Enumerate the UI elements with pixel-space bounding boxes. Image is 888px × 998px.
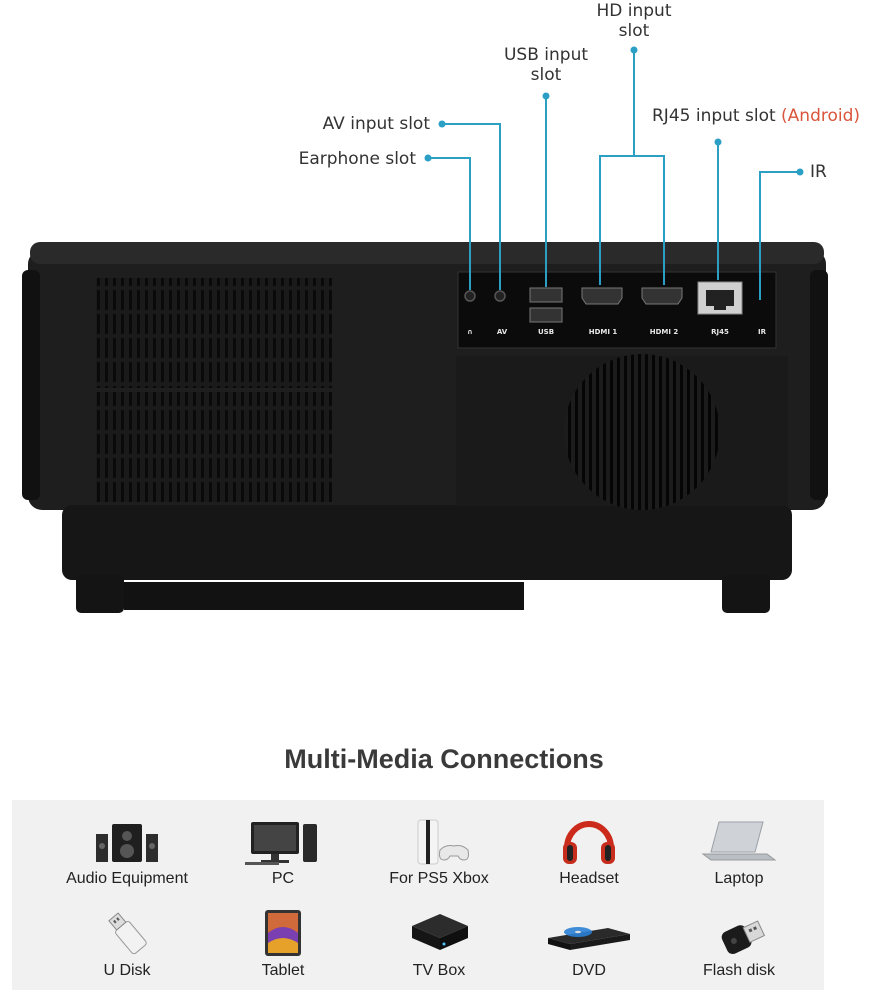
av-jack	[494, 290, 506, 302]
fan-grille	[564, 354, 720, 510]
device-label: For PS5 Xbox	[389, 870, 489, 887]
hdmi2-port-label: HDMI 2	[650, 328, 679, 336]
ir-callout-text: IR	[810, 162, 827, 182]
usb-input-callout: USB input slot	[494, 45, 598, 85]
hd-input-callout: HD input slot	[584, 1, 684, 41]
device-label: TV Box	[412, 962, 466, 979]
rj45-port-label: RJ45	[711, 328, 729, 336]
device-dvd: DVD	[514, 908, 664, 980]
earphone-jack	[464, 290, 476, 302]
usb-stick-icon	[108, 912, 147, 955]
tablet-icon	[265, 910, 301, 956]
rj45-callout-text: RJ45 input slot	[652, 106, 776, 126]
hd-callout-line1: HD input	[596, 1, 672, 21]
device-label: PC	[271, 870, 295, 887]
hdmi2-port	[641, 287, 683, 305]
tv-box-icon	[412, 914, 468, 950]
earphone-callout-text: Earphone slot	[298, 149, 416, 169]
projector-rear-diagram: ∩ AV USB HDMI 1 HDMI 2 RJ45 IR	[22, 46, 828, 613]
av-port-label: AV	[497, 328, 508, 336]
usb-port-top	[529, 287, 563, 303]
device-label: Headset	[559, 870, 619, 887]
device-label: Audio Equipment	[66, 870, 188, 887]
ir-port-label: IR	[758, 328, 767, 336]
console-icon	[417, 819, 469, 865]
device-label: U Disk	[103, 962, 151, 979]
usb-port-bottom	[529, 307, 563, 323]
av-input-callout: AV input slot	[290, 114, 430, 134]
speaker-icon	[96, 824, 158, 862]
left-vent-grille	[96, 278, 332, 388]
device-label: Flash disk	[702, 962, 776, 979]
hdmi1-port-label: HDMI 1	[589, 328, 618, 336]
hdmi1-port	[581, 287, 623, 305]
device-label: Laptop	[714, 870, 764, 887]
av-callout-text: AV input slot	[322, 114, 430, 134]
connections-panel: Audio Equipment PC For PS5 Xbox Headset	[12, 800, 824, 990]
rj45-input-callout: RJ45 input slot (Android)	[652, 106, 884, 126]
usb-port-label: USB	[538, 328, 554, 336]
device-label: Tablet	[261, 962, 305, 979]
device-audio-equipment: Audio Equipment	[52, 818, 202, 888]
ir-callout: IR	[810, 162, 834, 182]
earphone-callout: Earphone slot	[262, 149, 416, 169]
device-console: For PS5 Xbox	[364, 818, 514, 888]
device-tv-box: TV Box	[364, 908, 514, 980]
device-u-disk: U Disk	[52, 908, 202, 980]
dvd-player-icon	[548, 927, 630, 950]
connections-title: Multi-Media Connections	[284, 744, 604, 774]
monitor-icon	[245, 822, 317, 865]
laptop-icon	[701, 821, 777, 861]
callout-lines	[428, 50, 800, 300]
headphone-port-icon: ∩	[467, 328, 473, 336]
device-tablet: Tablet	[208, 908, 358, 980]
flash-drive-icon	[721, 920, 766, 955]
rj45-callout-note: (Android)	[781, 106, 861, 126]
headphones-icon	[563, 821, 615, 864]
device-headset: Headset	[514, 814, 664, 888]
hd-callout-line2: slot	[618, 21, 650, 41]
callout-dots	[424, 46, 804, 176]
device-laptop: Laptop	[664, 818, 814, 888]
usb-callout-line1: USB input	[503, 45, 589, 65]
device-flash-disk: Flash disk	[664, 908, 814, 980]
device-pc: PC	[208, 818, 358, 888]
usb-callout-line2: slot	[530, 65, 562, 85]
left-vent-grille-lower	[96, 392, 332, 502]
device-label: DVD	[572, 962, 606, 979]
